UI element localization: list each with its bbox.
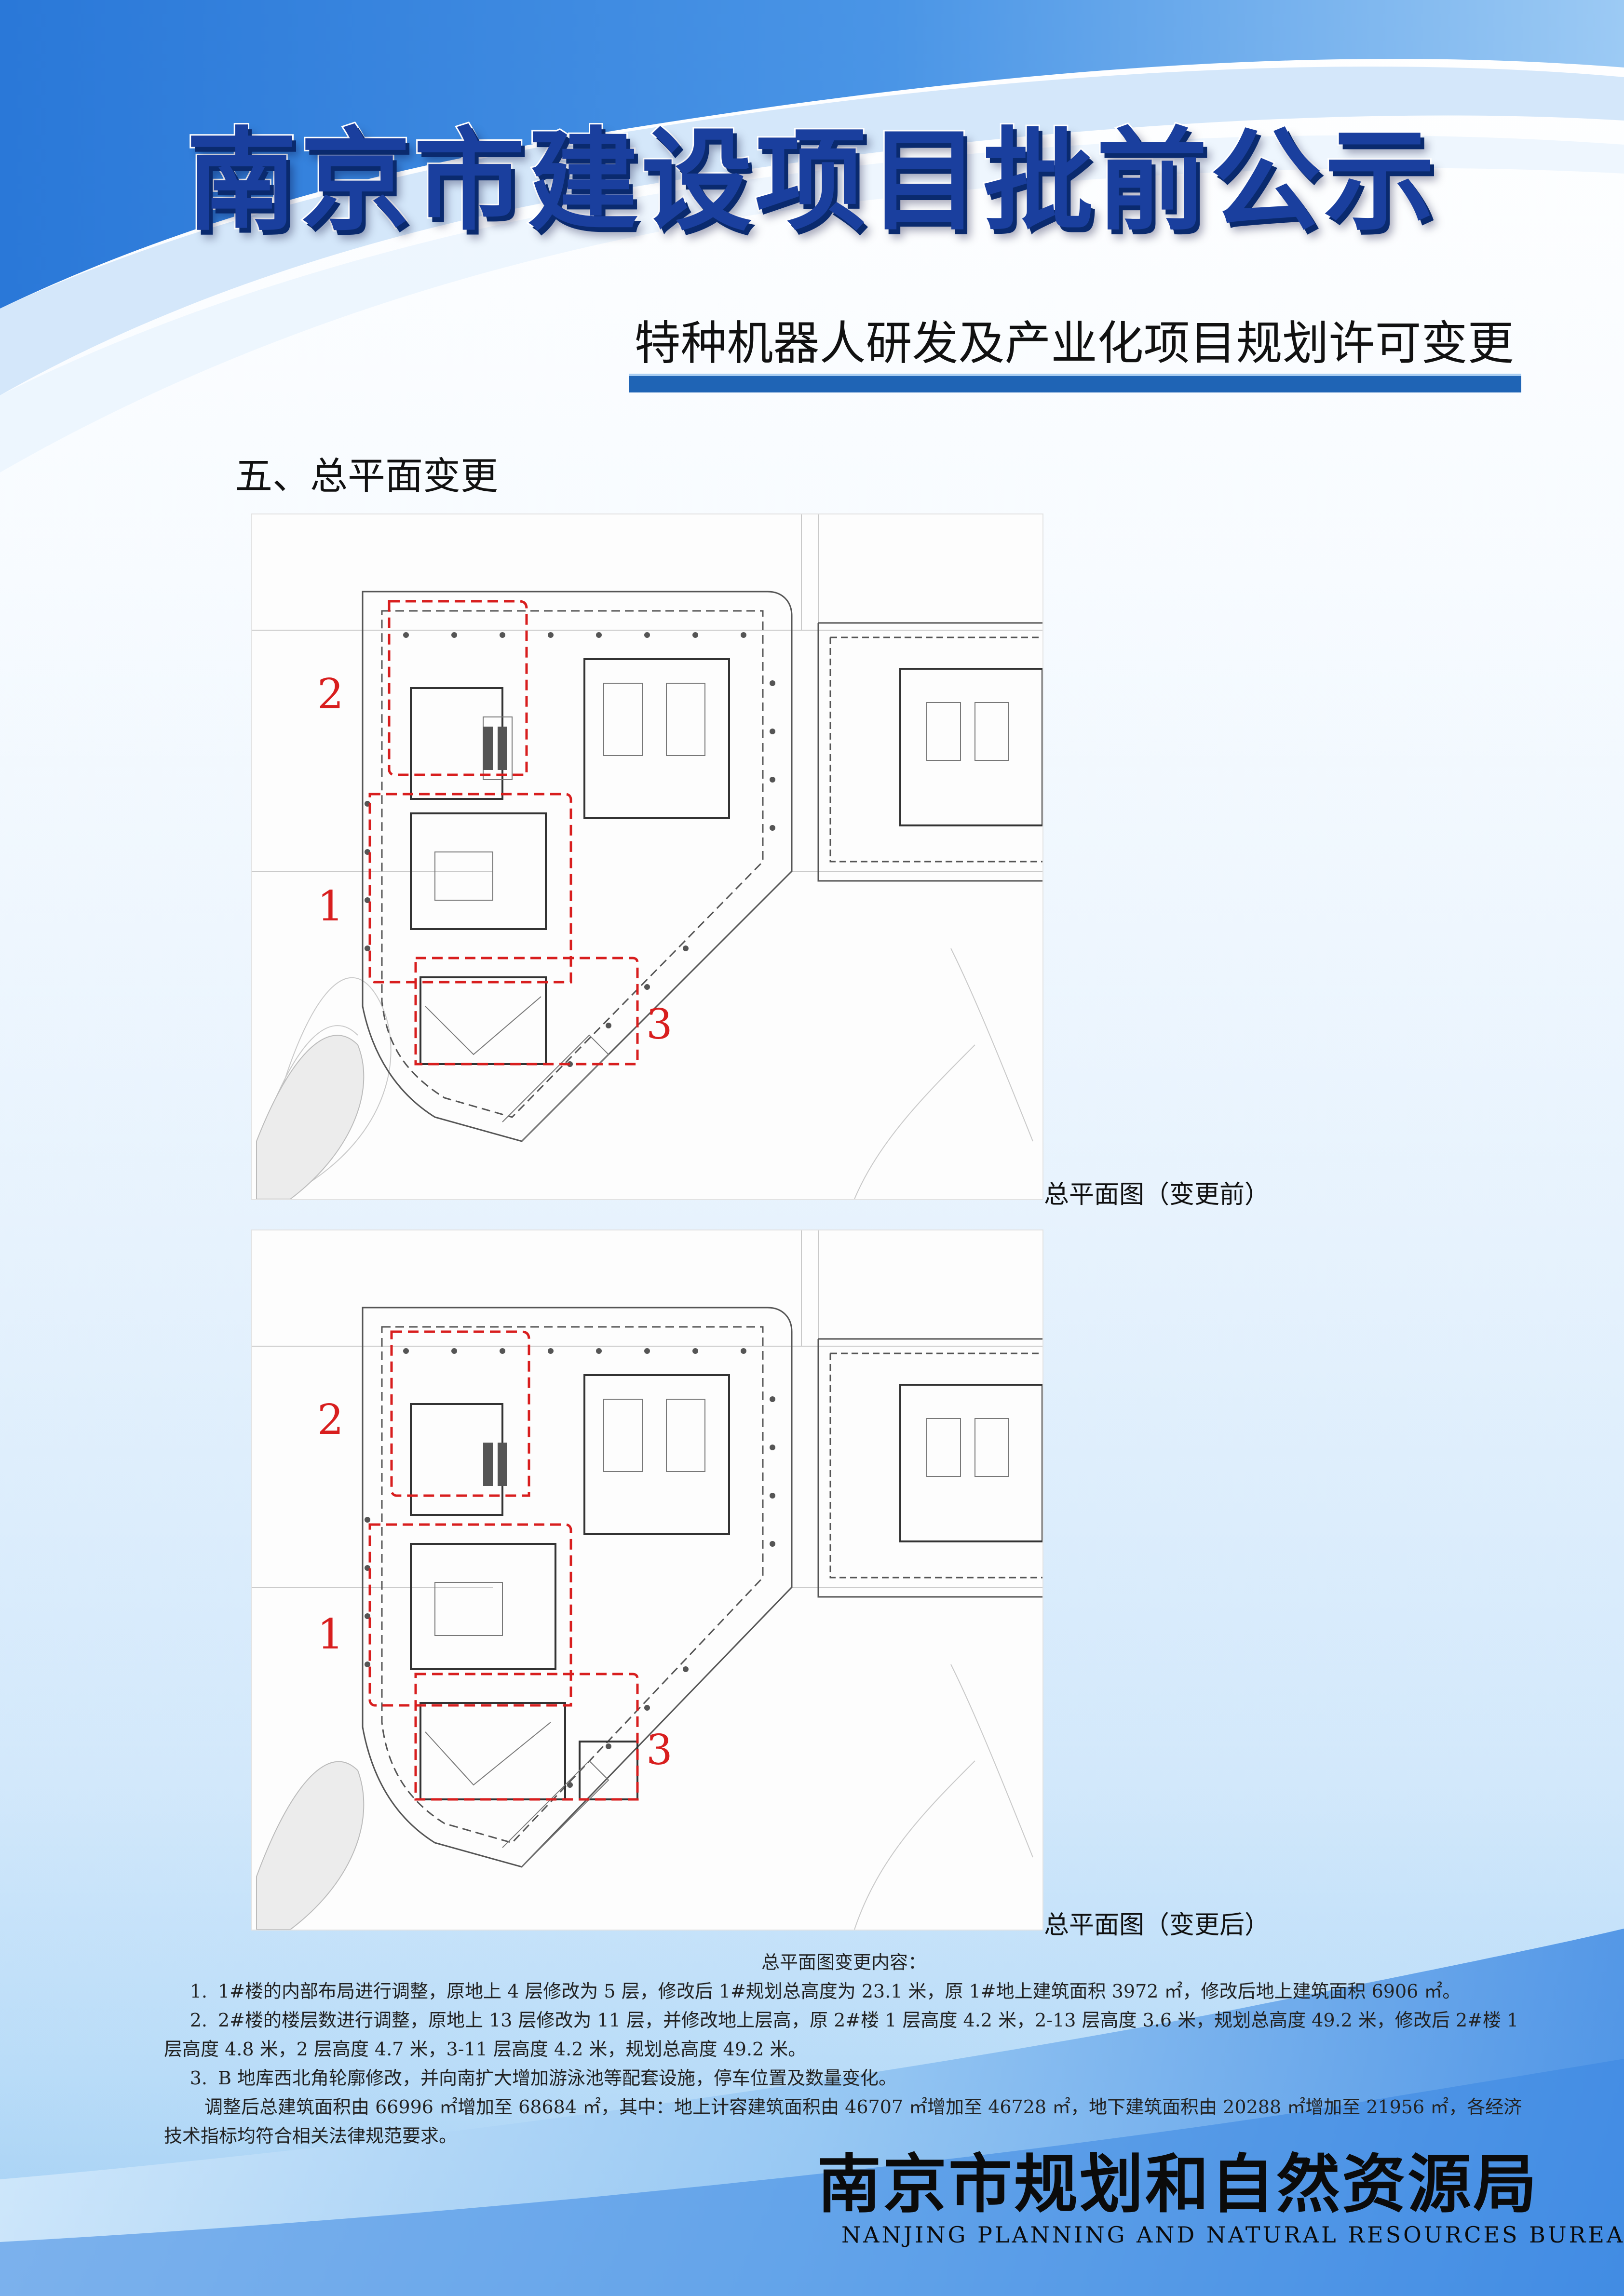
change-area-1-before bbox=[368, 793, 572, 984]
change-item-number: 1. bbox=[189, 1981, 207, 2002]
caption-after: 总平面图（变更后） bbox=[1044, 1911, 1270, 1940]
bureau-name-english: NANJING PLANNING AND NATURAL RESOURCES B… bbox=[841, 2222, 1624, 2248]
change-item: 1. 1#楼的内部布局进行调整，原地上 4 层修改为 5 层，修改后 1#规划总高… bbox=[164, 1977, 1524, 2006]
marker-3-after: 3 bbox=[646, 1726, 673, 1774]
change-description: 总平面图变更内容： 1. 1#楼的内部布局进行调整，原地上 4 层修改为 5 层，… bbox=[164, 1948, 1524, 2150]
change-area-1-after bbox=[368, 1523, 572, 1707]
site-plan-after bbox=[251, 1229, 1043, 1931]
marker-2-after: 2 bbox=[317, 1396, 344, 1444]
changes-heading: 总平面图变更内容： bbox=[761, 1952, 926, 1973]
site-plan-after-drawing bbox=[252, 1230, 1042, 1930]
title-underline-bar bbox=[629, 374, 1521, 392]
change-item-text: B 地库西北角轮廓修改，并向南扩大增加游泳池等配套设施，停车位置及数量变化。 bbox=[218, 2067, 897, 2089]
marker-1-after: 1 bbox=[317, 1610, 344, 1659]
marker-1-before: 1 bbox=[317, 882, 344, 931]
change-item-text: 2#楼的楼层数进行调整，原地上 13 层修改为 11 层，并修改地上层高，原 2… bbox=[164, 2010, 1519, 2060]
change-item: 2.2#楼的楼层数进行调整，原地上 13 层修改为 11 层，并修改地上层高，原… bbox=[164, 2006, 1524, 2064]
change-item-text: 1#楼的内部布局进行调整，原地上 4 层修改为 5 层，修改后 1#规划总高度为… bbox=[218, 1981, 1461, 2002]
change-item-number: 2. bbox=[189, 2010, 207, 2031]
change-item-number: 3. bbox=[189, 2067, 207, 2089]
marker-2-before: 2 bbox=[317, 670, 344, 718]
caption-before: 总平面图（变更前） bbox=[1044, 1180, 1270, 1209]
change-area-3-after bbox=[414, 1673, 639, 1801]
change-area-3-before bbox=[414, 957, 639, 1066]
site-plan-before bbox=[251, 513, 1043, 1200]
project-title: 特种机器人研发及产业化项目规划许可变更 bbox=[634, 316, 1514, 370]
bureau-name-chinese: 南京市规划和自然资源局 bbox=[817, 2147, 1539, 2222]
main-title: 南京市建设项目批前公示 bbox=[185, 116, 1438, 246]
section-heading: 五、总平面变更 bbox=[235, 455, 499, 498]
site-plan-before-drawing bbox=[252, 514, 1042, 1199]
change-summary: 调整后总建筑面积由 66996 ㎡增加至 68684 ㎡，其中：地上计容建筑面积… bbox=[164, 2096, 1522, 2147]
change-area-2-before bbox=[388, 600, 528, 776]
change-item: 3. B 地库西北角轮廓修改，并向南扩大增加游泳池等配套设施，停车位置及数量变化。 bbox=[164, 2064, 1524, 2093]
change-area-2-after bbox=[390, 1330, 530, 1497]
marker-3-before: 3 bbox=[646, 1000, 673, 1049]
